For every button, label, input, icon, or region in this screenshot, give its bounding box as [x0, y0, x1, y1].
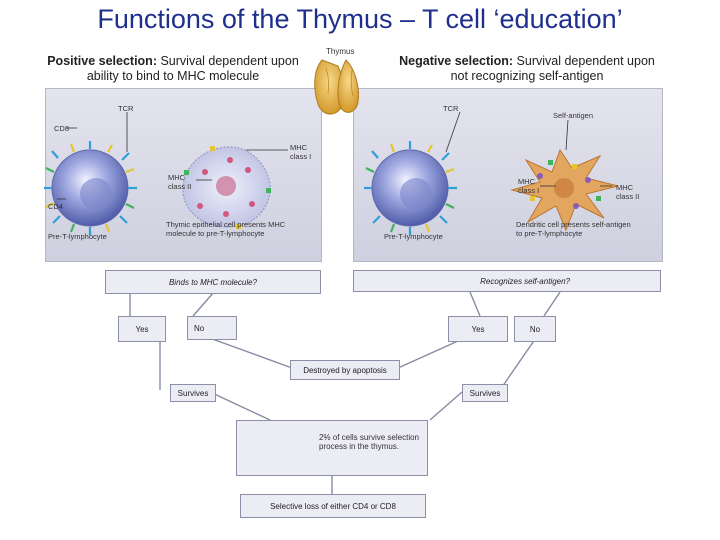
right-pre-t-lymphocyte-illustration [364, 141, 457, 235]
mhc-class-1-label: MHC class I [290, 143, 311, 161]
selection-summary-box: 2% of cells survive selection process in… [236, 420, 428, 476]
mhc-class-1-label-b: class I [290, 152, 312, 161]
right-tcr-label: TCR [443, 104, 459, 113]
left-pre-t-lymphocyte-illustration [44, 141, 137, 235]
right-mhc2-label-a: MHC [616, 183, 634, 192]
negative-selection-line1: Survival dependent upon [516, 54, 655, 68]
right-mhc2-label-b: class II [616, 192, 640, 201]
left-panel-caption: Thymic epithelial cell presents MHC mole… [166, 220, 285, 238]
left-yes-box: Yes [118, 316, 166, 342]
binds-mhc-question-box: Binds to MHC molecule? [105, 270, 321, 294]
left-tcr-label: TCR [118, 104, 134, 113]
mhc-class-2-label: MHC class II [168, 173, 191, 191]
self-antigen-label: Self-antigen [553, 111, 594, 120]
thymus-label: Thymus [326, 47, 355, 56]
right-mhc-class-1-label: MHC class I [518, 177, 539, 195]
positive-selection-heading: Positive selection: Survival dependent u… [18, 54, 328, 84]
selection-summary-text-a: 2% of cells survive selection [318, 433, 419, 442]
right-panel-caption: Dendritic cell presents self-antigen to … [516, 220, 631, 238]
negative-selection-heading: Negative selection: Survival dependent u… [372, 54, 682, 84]
thymic-epithelial-cell-illustration [182, 146, 271, 229]
selective-loss-box: Selective loss of either CD4 or CD8 [240, 494, 426, 518]
thymus-organ-illustration [314, 59, 359, 115]
selection-summary-text-b: process in the thymus. [318, 442, 399, 451]
left-no-box: No [187, 316, 237, 340]
right-mhc-class-2-label: MHC class II [616, 183, 639, 201]
right-no-box: No [514, 316, 556, 342]
positive-selection-bold: Positive selection: [47, 54, 157, 68]
right-pre-t-label: Pre-T-lymphocyte [384, 232, 443, 241]
mhc-class-2-label-a: MHC [168, 173, 186, 182]
cd8-label: CD8 [54, 124, 70, 133]
right-mhc-label-b: class I [518, 186, 540, 195]
pointer-lines [57, 111, 612, 200]
cd4-label: CD4 [48, 202, 64, 211]
negative-selection-bold: Negative selection: [399, 54, 514, 68]
right-mhc-label-a: MHC [518, 177, 536, 186]
right-yes-box: Yes [448, 316, 508, 342]
positive-selection-line2: ability to bind to MHC molecule [86, 69, 260, 83]
left-panel-caption-b: molecule to pre-T-lymphocyte [166, 229, 265, 238]
left-panel-caption-a: Thymic epithelial cell presents MHC [166, 220, 286, 229]
dendritic-cell-illustration [510, 148, 619, 232]
left-pre-t-label: Pre-T-lymphocyte [48, 232, 107, 241]
right-panel-caption-a: Dendritic cell presents self-antigen [516, 220, 631, 229]
right-survives-box: Survives [462, 384, 508, 402]
selection-summary-text: 2% of cells survive selection process in… [319, 433, 419, 451]
right-panel-caption-b: to pre-T-lymphocyte [516, 229, 583, 238]
slide-title: Functions of the Thymus – T cell ‘educat… [97, 4, 623, 34]
negative-selection-line2: not recognizing self-antigen [450, 69, 604, 83]
mhc-class-1-label-a: MHC [290, 143, 308, 152]
left-survives-box: Survives [170, 384, 216, 402]
destroyed-by-apoptosis-box: Destroyed by apoptosis [290, 360, 400, 380]
recognizes-self-antigen-question-box: Recognizes self-antigen? [353, 270, 661, 292]
mhc-class-2-label-b: class II [168, 182, 192, 191]
positive-selection-line1: Survival dependent upon [160, 54, 299, 68]
